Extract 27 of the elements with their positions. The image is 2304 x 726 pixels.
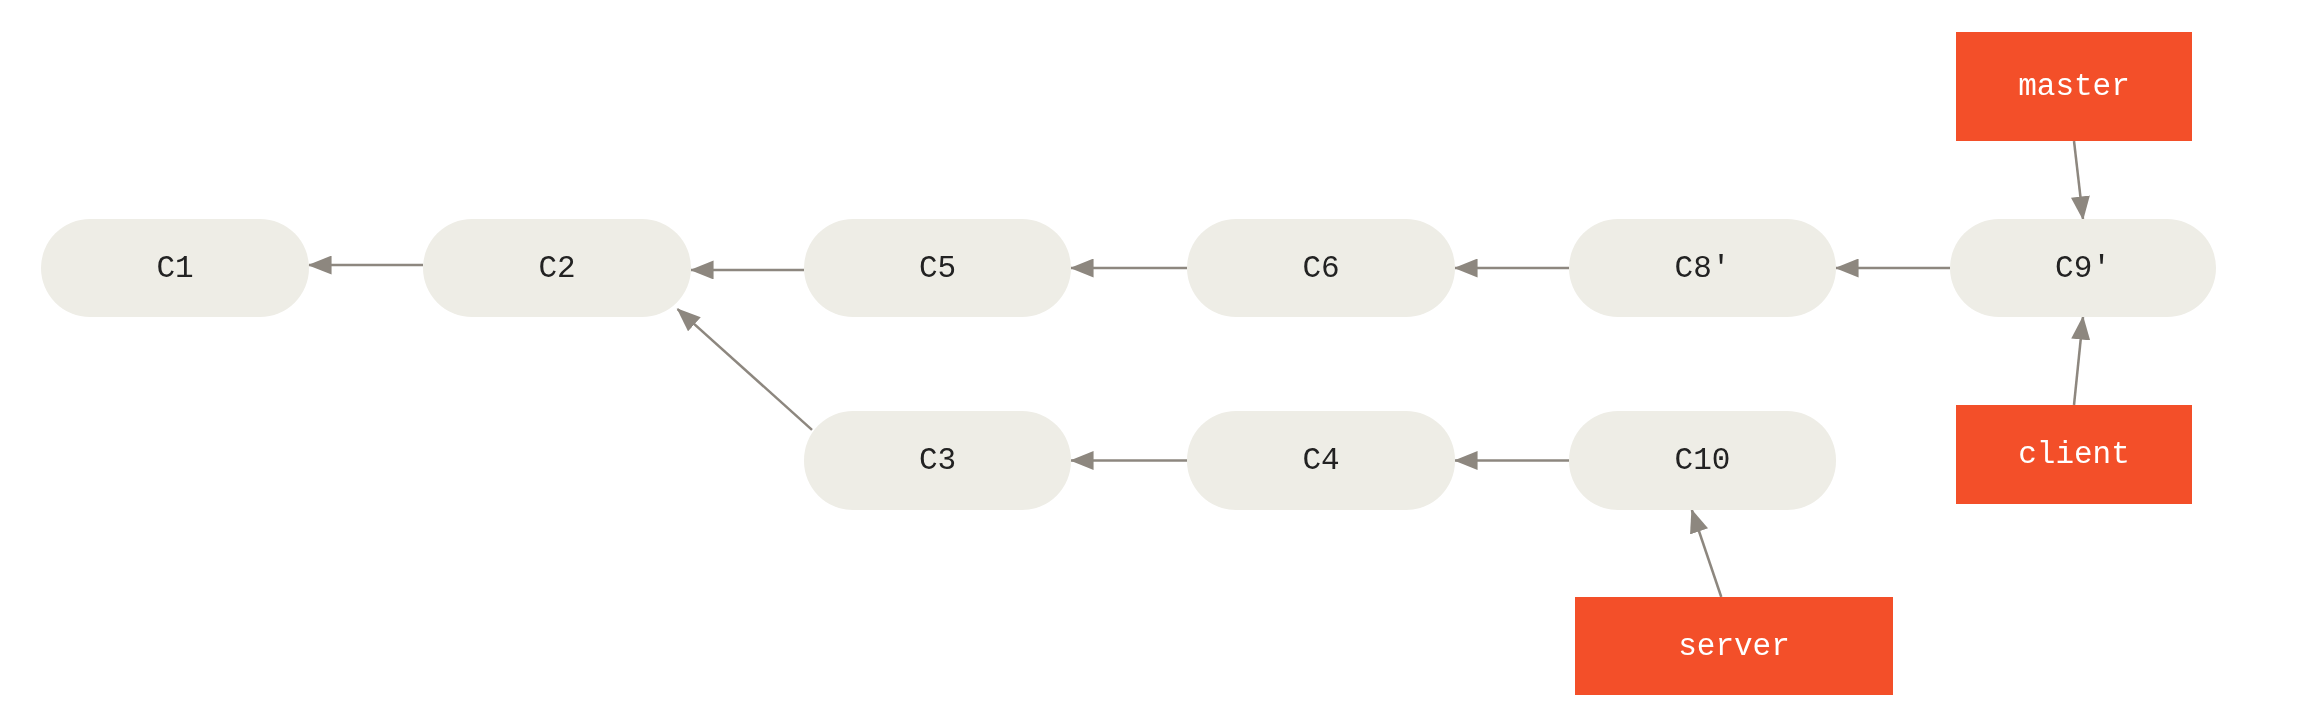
arrow (2071, 140, 2090, 221)
arrow (1690, 508, 1723, 598)
node-text: C8' (1674, 250, 1731, 286)
arrow (1834, 258, 1950, 278)
node-text: C6 (1302, 250, 1340, 286)
node-text: client (2018, 437, 2130, 472)
arrow (1453, 258, 1569, 278)
branch-label (1575, 597, 1893, 695)
branch-label (1956, 32, 2192, 141)
node-text: C5 (918, 250, 957, 286)
arrow (676, 308, 813, 431)
node-text: server (1678, 628, 1790, 664)
node-text: C10 (1674, 443, 1731, 478)
branch-label (1956, 405, 2192, 504)
node-text: C3 (918, 443, 957, 478)
arrow (307, 255, 423, 275)
node-text: C4 (1302, 443, 1340, 478)
arrow (1453, 451, 1569, 470)
arrow (2071, 315, 2091, 406)
node-text: master (2018, 69, 2130, 104)
node-text: C1 (156, 250, 194, 286)
arrow (1069, 258, 1187, 278)
commit-pill (804, 411, 1071, 510)
node-text: C2 (538, 250, 576, 286)
arrow (1069, 451, 1187, 470)
arrow (689, 260, 804, 280)
node-text: C9' (2055, 250, 2111, 286)
